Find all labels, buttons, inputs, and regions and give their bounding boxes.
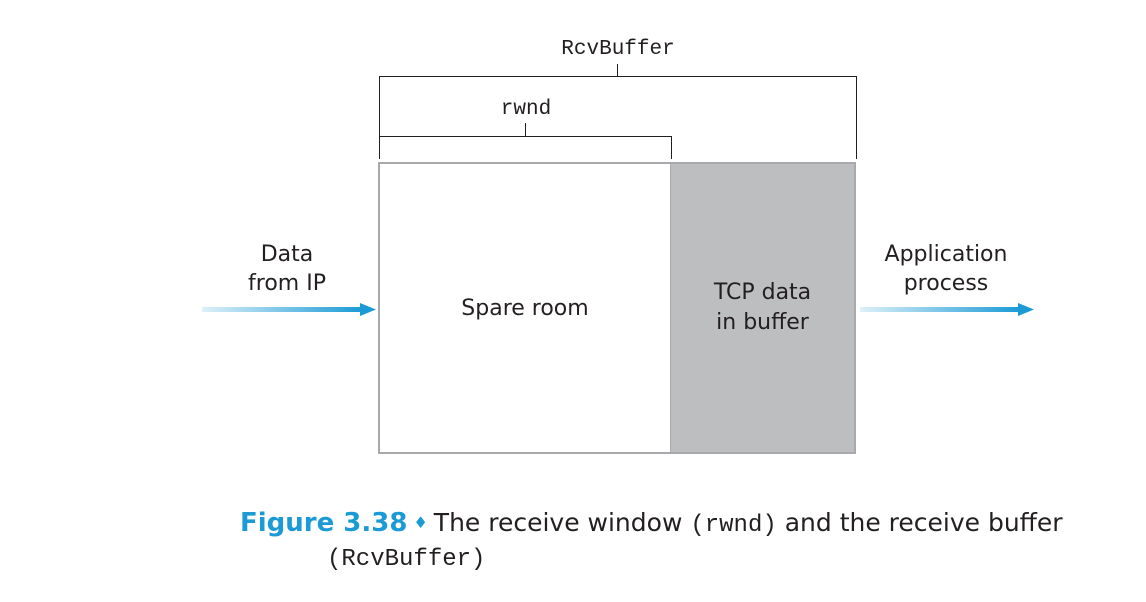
tcp-data-label-line1: TCP data xyxy=(713,280,812,305)
spare-room-label: Spare room xyxy=(461,295,589,321)
data-from-ip-line1: Data xyxy=(260,242,314,267)
application-process-line1: Application xyxy=(884,242,1008,267)
rcvbuffer-bracket-tick xyxy=(617,64,618,76)
tcp-data-region: TCP data in buffer xyxy=(671,164,854,452)
tcp-data-label-line2: in buffer xyxy=(716,310,809,335)
rwnd-label: rwnd xyxy=(500,98,552,121)
diamond-icon: ♦ xyxy=(413,513,428,532)
application-process-label: Application process xyxy=(866,240,1026,298)
caption-code-rcvbuffer: (RcvBuffer) xyxy=(327,546,486,573)
data-from-ip-label: Data from IP xyxy=(222,240,352,298)
caption-text-2: and the receive buffer xyxy=(776,508,1063,537)
caption-code-rwnd: (rwnd) xyxy=(690,512,777,539)
rwnd-bracket xyxy=(379,136,672,159)
figure-caption-line2: (RcvBuffer) xyxy=(327,542,485,573)
rwnd-bracket-tick xyxy=(525,123,526,136)
caption-text-1: The receive window xyxy=(433,508,691,537)
rcvbuffer-label: RcvBuffer xyxy=(561,38,675,61)
rcvbuffer-bracket xyxy=(379,76,857,159)
figure-number: Figure 3.38 xyxy=(240,508,408,538)
tcp-receive-buffer: Spare room TCP data in buffer xyxy=(378,162,856,454)
spare-room-region: Spare room xyxy=(380,164,671,452)
figure-caption: Figure 3.38 ♦ The receive window (rwnd) an… xyxy=(240,506,1063,543)
application-process-line2: process xyxy=(903,271,989,296)
data-from-ip-line2: from IP xyxy=(248,271,326,296)
outgoing-arrow-icon xyxy=(860,303,1034,316)
incoming-arrow-icon xyxy=(202,303,376,316)
